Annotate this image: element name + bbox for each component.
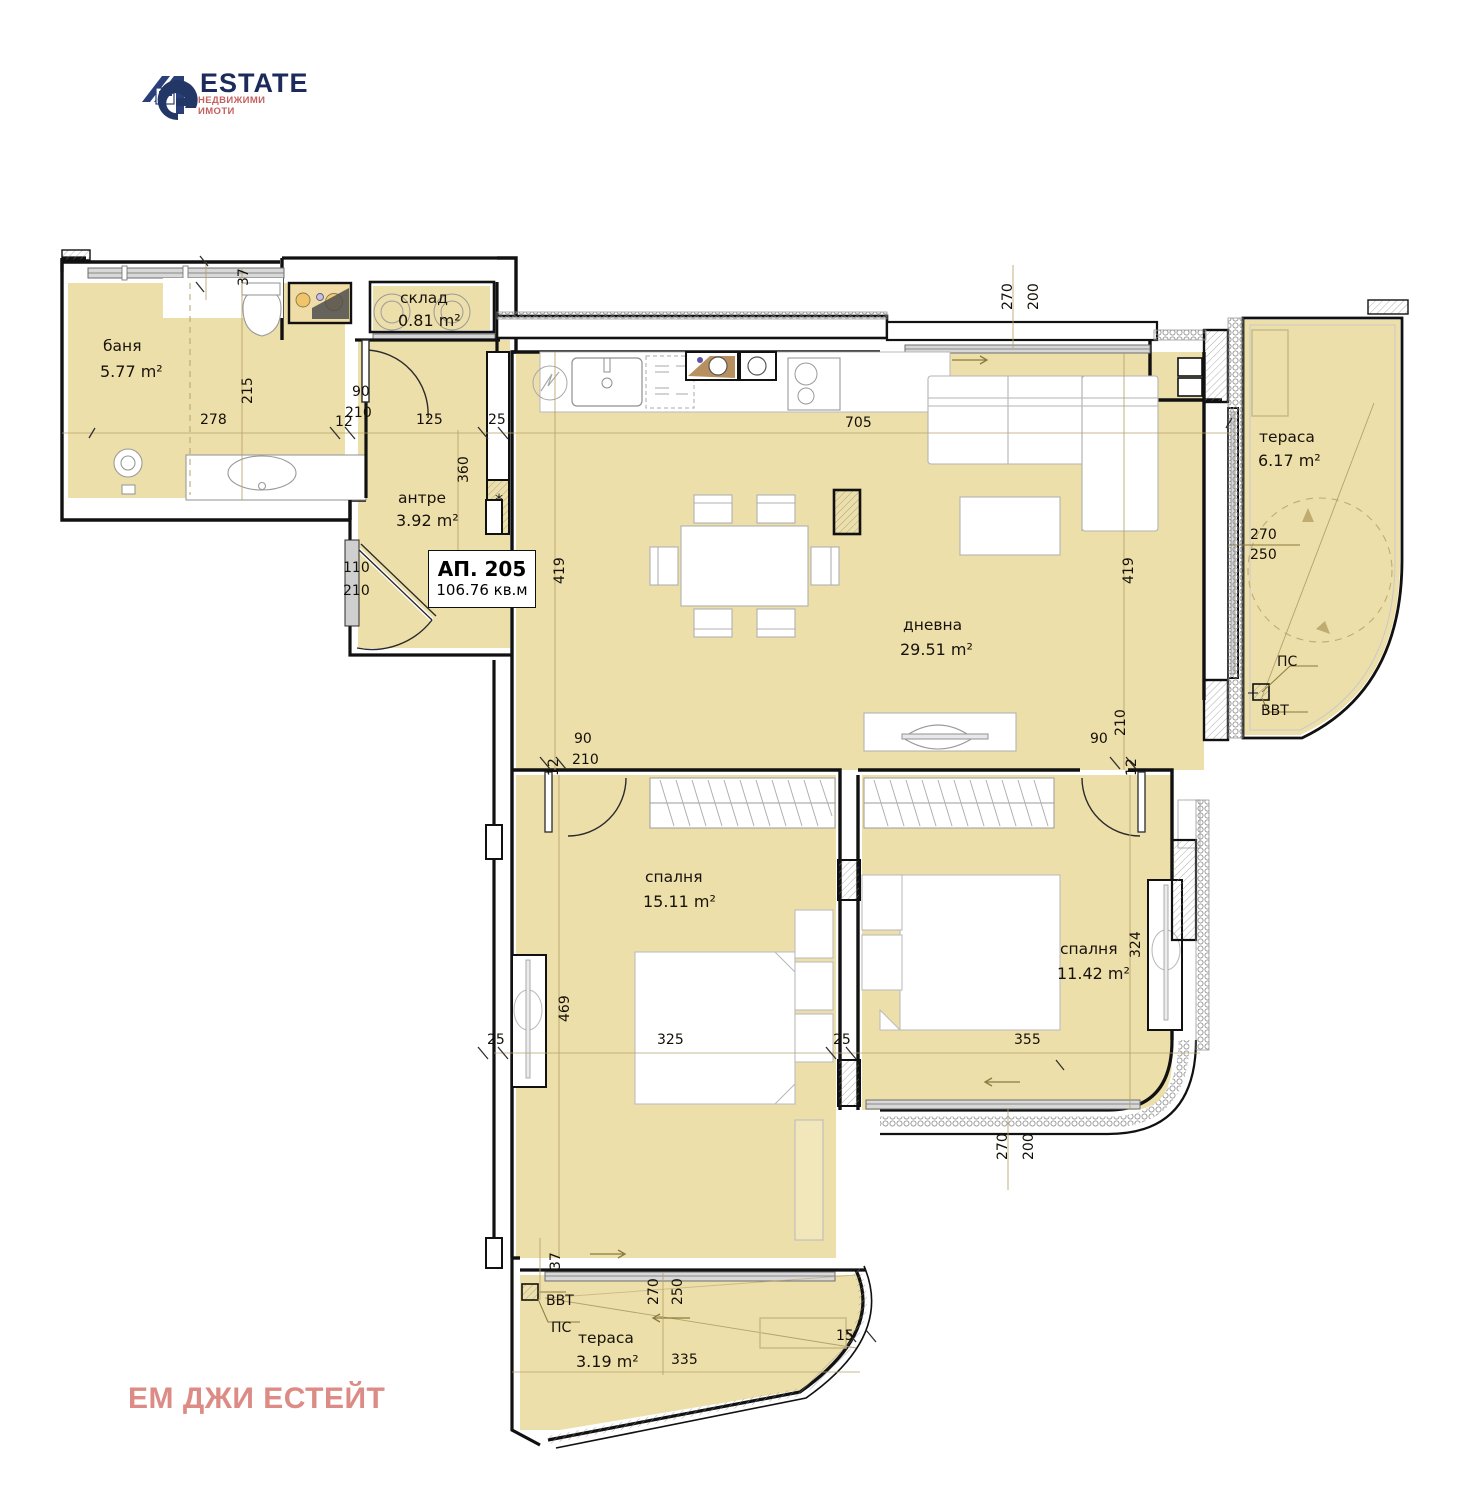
dim-360: 360 bbox=[456, 456, 472, 483]
room-area-living: 29.51 m² bbox=[900, 640, 973, 659]
room-area-bedroom2: 11.42 m² bbox=[1057, 964, 1130, 983]
room-name-bathroom: баня bbox=[103, 337, 142, 355]
dim-200-top: 200 bbox=[1026, 283, 1042, 310]
watermark-text: ЕМ ДЖИ ЕСТЕЙТ bbox=[128, 1382, 386, 1415]
dim-37-bottom: 37 bbox=[548, 1252, 564, 1270]
room-area-bedroom1: 15.11 m² bbox=[643, 892, 716, 911]
door-bathroom bbox=[361, 339, 429, 419]
dim-325: 325 bbox=[657, 1032, 684, 1048]
apartment-number: АП. 205 bbox=[437, 557, 527, 581]
dimension-ticks bbox=[88, 255, 1233, 1343]
wardrobe-bedroom2 bbox=[863, 777, 1055, 829]
door-height-210-entry: 210 bbox=[343, 583, 370, 599]
dim-270-terrace-east: 270 bbox=[1250, 527, 1277, 543]
bathroom-fixtures bbox=[113, 278, 367, 501]
dim-324: 324 bbox=[1128, 931, 1144, 958]
door-width-90-bed2: 90 bbox=[1090, 731, 1108, 747]
tag-ps-east: ПС bbox=[1277, 654, 1298, 670]
door-width-90-hall: 90 bbox=[352, 384, 370, 400]
dim-250-terrace-east: 250 bbox=[1250, 547, 1277, 563]
window-bathroom bbox=[87, 265, 285, 281]
dim-25-left: 25 bbox=[487, 1032, 505, 1048]
dim-37-top: 37 bbox=[236, 268, 252, 286]
door-bedroom2 bbox=[1081, 771, 1146, 837]
dim-705: 705 bbox=[845, 415, 872, 431]
apartment-area: 106.76 кв.м bbox=[436, 581, 528, 599]
tv-unit bbox=[863, 712, 1017, 752]
room-name-bedroom1: спалня bbox=[645, 868, 703, 886]
dim-270-terrace-south: 270 bbox=[646, 1278, 662, 1305]
room-name-terrace-east: тераса bbox=[1259, 428, 1315, 446]
wall-right-thick bbox=[1153, 317, 1244, 742]
tag-ps-south: ПС bbox=[551, 1320, 572, 1336]
room-area-terrace-south: 3.19 m² bbox=[576, 1352, 639, 1371]
door-height-210-hall: 210 bbox=[345, 405, 372, 421]
direction-arrow bbox=[952, 355, 989, 365]
floor-fills bbox=[68, 283, 1400, 1430]
room-name-hall: антре bbox=[398, 489, 447, 507]
dim-12-bed2: 12 bbox=[1124, 758, 1140, 776]
dim-419-right: 419 bbox=[1121, 557, 1137, 584]
door-width-110-entry: 110 bbox=[343, 560, 370, 576]
bed-bedroom1 bbox=[634, 909, 834, 1241]
mg-monogram-icon bbox=[142, 76, 198, 121]
company-logo: ESTATE НЕДВИЖИМИ ИМОТИ bbox=[140, 62, 308, 140]
kitchen bbox=[532, 351, 951, 413]
dim-25-mid: 25 bbox=[833, 1032, 851, 1048]
room-name-storage: склад bbox=[400, 289, 449, 307]
dim-12-top: 12 bbox=[335, 414, 353, 430]
window-bedroom2-bottom bbox=[865, 1077, 1141, 1110]
apartment-badge: АП. 205 106.76 кв.м bbox=[428, 550, 536, 608]
door-width-90-bed1: 90 bbox=[574, 731, 592, 747]
logo-subtext: НЕДВИЖИМИ ИМОТИ bbox=[198, 95, 266, 117]
bed-bedroom2 bbox=[861, 874, 1061, 1031]
sofa bbox=[927, 375, 1159, 556]
dim-125: 125 bbox=[416, 412, 443, 428]
room-area-bathroom: 5.77 m² bbox=[100, 362, 163, 381]
door-height-210-bed2: 210 bbox=[1113, 709, 1129, 736]
top-wall-band bbox=[495, 311, 1159, 354]
door-entry bbox=[344, 539, 437, 651]
room-area-terrace-east: 6.17 m² bbox=[1258, 451, 1321, 470]
dim-278: 278 bbox=[200, 412, 227, 428]
dim-200-bottom: 200 bbox=[1021, 1133, 1037, 1160]
wardrobe-bedroom1 bbox=[649, 777, 836, 829]
room-area-storage: 0.81 m² bbox=[398, 311, 461, 330]
dim-15: 15 bbox=[836, 1328, 854, 1344]
utility-niche bbox=[287, 281, 353, 325]
dim-12-bed1: 12 bbox=[546, 758, 562, 776]
tag-vvt-south: ВВТ bbox=[546, 1293, 574, 1309]
dim-215: 215 bbox=[240, 377, 256, 404]
dim-335: 335 bbox=[671, 1352, 698, 1368]
terrace-south bbox=[521, 1249, 873, 1449]
window-bedroom1 bbox=[511, 954, 547, 1088]
dim-270-top: 270 bbox=[1000, 283, 1016, 310]
dim-270-bottom: 270 bbox=[995, 1133, 1011, 1160]
dimension-lines bbox=[62, 262, 1230, 1375]
dim-355: 355 bbox=[1014, 1032, 1041, 1048]
dim-25-top: 25 bbox=[488, 412, 506, 428]
room-name-terrace-south: тераса bbox=[578, 1329, 634, 1347]
room-area-hall: 3.92 m² bbox=[396, 511, 459, 530]
dim-469: 469 bbox=[557, 995, 573, 1022]
dim-419-left: 419 bbox=[552, 557, 568, 584]
tag-vvt-east: ВВТ bbox=[1261, 703, 1289, 719]
dim-250-terrace-south: 250 bbox=[670, 1278, 686, 1305]
door-height-210-bed1: 210 bbox=[572, 752, 599, 768]
door-bedroom1 bbox=[544, 771, 627, 837]
dining-set bbox=[649, 494, 840, 638]
curved-wall-se bbox=[880, 799, 1210, 1136]
room-name-living: дневна bbox=[903, 616, 963, 634]
storage-room bbox=[368, 280, 496, 342]
room-name-bedroom2: спалня bbox=[1060, 940, 1118, 958]
logo-text: ESTATE bbox=[200, 68, 309, 98]
